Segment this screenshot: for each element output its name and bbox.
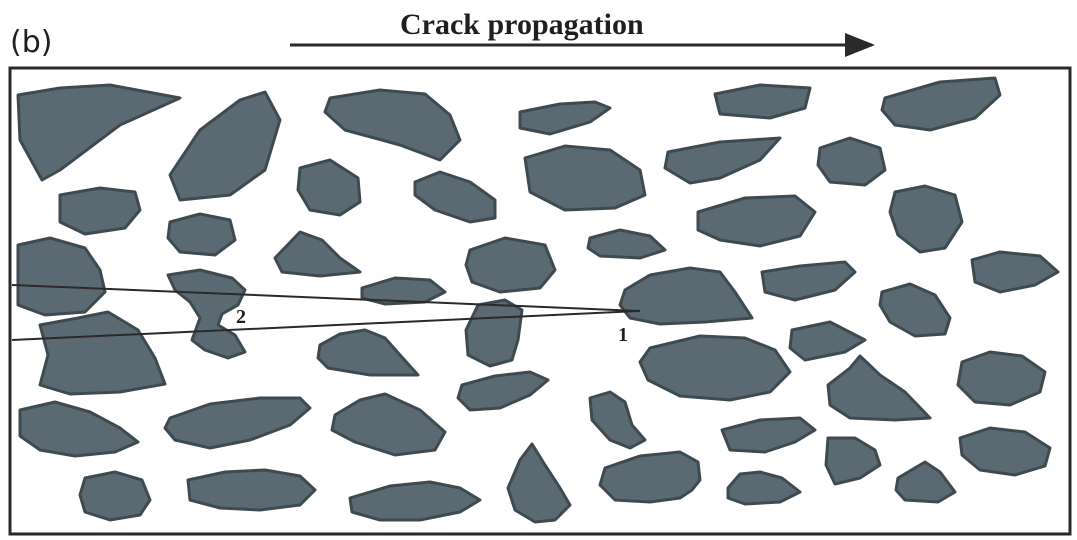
particle bbox=[466, 300, 522, 366]
particle bbox=[350, 482, 480, 520]
particle-2 bbox=[168, 270, 245, 358]
particle bbox=[18, 85, 180, 180]
particle-group bbox=[18, 78, 1058, 522]
particle bbox=[18, 238, 105, 315]
particle bbox=[762, 262, 855, 300]
particle bbox=[722, 418, 815, 452]
particle bbox=[275, 232, 360, 276]
particle bbox=[80, 472, 150, 520]
particle bbox=[168, 214, 235, 255]
particle bbox=[520, 102, 610, 134]
particle bbox=[60, 188, 140, 234]
particle bbox=[588, 230, 665, 258]
particle bbox=[896, 462, 955, 502]
panel-label: (b) bbox=[10, 25, 52, 60]
particle bbox=[508, 444, 570, 522]
particle bbox=[590, 392, 645, 448]
particle bbox=[882, 78, 1000, 130]
particle bbox=[332, 394, 445, 455]
particle bbox=[665, 138, 780, 183]
particle bbox=[972, 252, 1058, 292]
marker-2: 2 bbox=[236, 306, 246, 328]
particle bbox=[165, 398, 310, 448]
particle bbox=[790, 322, 865, 360]
particle-1 bbox=[620, 268, 752, 324]
particle bbox=[640, 336, 790, 400]
particle bbox=[826, 438, 880, 484]
particle bbox=[715, 85, 810, 118]
particle bbox=[828, 356, 930, 420]
particle bbox=[188, 470, 315, 510]
figure-title: Crack propagation bbox=[400, 8, 644, 41]
particle bbox=[466, 238, 555, 292]
particle bbox=[170, 92, 280, 200]
particle bbox=[525, 146, 645, 210]
crack-line-upper bbox=[12, 285, 640, 311]
particle bbox=[298, 160, 360, 215]
particle bbox=[728, 472, 800, 504]
particle bbox=[958, 352, 1045, 405]
particle bbox=[20, 402, 138, 456]
particle bbox=[318, 330, 418, 375]
particle bbox=[600, 452, 700, 502]
particle bbox=[325, 90, 460, 160]
particle bbox=[698, 196, 815, 246]
marker-1: 1 bbox=[618, 324, 628, 346]
particle bbox=[818, 138, 885, 185]
particle bbox=[880, 284, 950, 336]
particle bbox=[40, 312, 165, 394]
particle bbox=[960, 428, 1050, 475]
particle bbox=[415, 172, 495, 222]
particle bbox=[458, 372, 548, 410]
particle bbox=[890, 186, 962, 252]
